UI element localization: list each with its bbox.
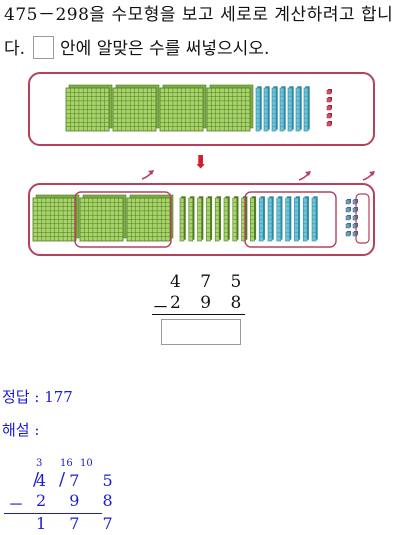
question-line-2-start: 다. [4,39,26,59]
ten-rod [206,196,213,242]
one-cube [345,215,351,221]
one-cube [345,199,351,205]
strike-hundreds-icon: / [33,469,40,490]
carry-arrow-icon [362,171,375,181]
hundred-block [126,194,174,242]
hundred-block [112,84,160,132]
hundred-block [206,84,254,132]
ten-rod [188,196,195,242]
ten-rod [295,86,302,132]
hundred-block [65,84,113,132]
one-cube [345,207,351,213]
ten-rod [214,196,221,242]
one-cube [326,105,332,111]
question-line-2: 다. 안에 알맞은 수를 써넣으시오. [4,34,269,59]
group-frame-hundreds [74,191,172,248]
ten-rod [258,196,265,242]
one-cube [326,89,332,95]
ten-rod [271,86,278,132]
down-arrow-icon: ⬇ [193,152,209,173]
carry-ones: 10 [80,458,93,469]
hundred-block [159,84,207,132]
blank-box-icon [33,36,55,59]
ten-rod [263,86,270,132]
ten-rod [197,196,204,242]
carry-arrow-icon [298,171,311,181]
ten-rod [287,86,294,132]
ten-rod [294,196,301,242]
solution-top-row: 4 7 5 [36,471,122,490]
question-line-2-end: 안에 알맞은 수를 써넣으시오. [60,39,270,59]
carry-hundreds: 3 [36,458,43,469]
carry-arrow-icon [141,170,154,180]
ten-rod [179,196,186,242]
problem-top-number: 4 7 5 [170,272,249,292]
one-cube [345,231,351,237]
ten-rod [255,86,262,132]
ten-rod [223,196,230,242]
carry-tens: 16 [60,458,73,469]
group-frame-ones [355,193,370,244]
ten-rod [250,196,257,242]
question-line-1: 475－298을 수모형을 보고 세로로 계산하려고 합니 [4,5,394,25]
ten-rod [303,86,310,132]
ten-rod [311,196,318,242]
ten-rod [285,196,292,242]
hundred-block [79,194,127,242]
one-cube [326,121,332,127]
ten-rod [279,86,286,132]
ten-rod [267,196,274,242]
answer-label: 정답 : 177 [2,388,73,406]
ten-rod [276,196,283,242]
one-cube [326,113,332,119]
answer-input-box[interactable] [161,319,241,345]
explanation-label: 해설 : [2,421,40,439]
ten-rod [302,196,309,242]
solution-result: 1 7 7 [36,514,122,533]
ten-rod [232,196,239,242]
one-cube [345,223,351,229]
solution-operator: － [8,495,34,514]
problem-operator: － [152,298,176,318]
group-frame-tens [244,191,337,248]
solution-line [4,513,102,514]
strike-tens-icon: / [59,469,66,490]
one-cube [326,97,332,103]
solution-bottom-row: 2 9 8 [36,491,122,510]
hundred-block [32,194,80,242]
problem-bottom-number: 2 9 8 [170,293,249,313]
problem-line [152,314,245,315]
